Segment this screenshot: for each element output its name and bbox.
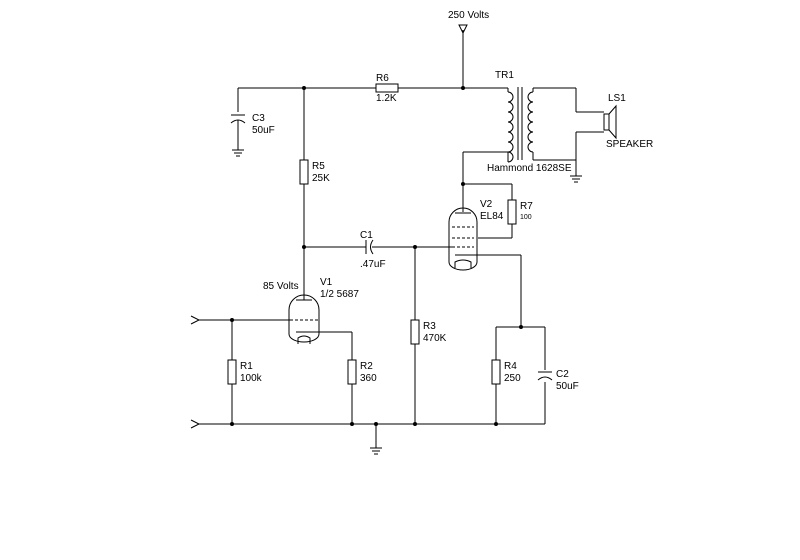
- tr1-transformer: [463, 87, 604, 176]
- r5-ref: R5: [312, 161, 325, 172]
- c2-value: 50uF: [556, 381, 579, 392]
- r2-ref: R2: [360, 361, 373, 372]
- r3-ref: R3: [423, 321, 436, 332]
- junction-dot: [350, 422, 354, 426]
- v1-value: 1/2 5687: [320, 289, 359, 300]
- ground-symbol: [370, 447, 382, 455]
- ground-symbol: [570, 175, 582, 183]
- r6-value: 1.2K: [376, 93, 397, 104]
- v1-tube-icon: [288, 294, 320, 344]
- tr1-ref: TR1: [495, 70, 514, 81]
- top-rail: [237, 87, 508, 160]
- junction-dot: [413, 422, 417, 426]
- v1-plate-voltage: 85 Volts: [263, 281, 299, 292]
- ls1-ref: LS1: [608, 93, 626, 104]
- v2-ref: V2: [480, 199, 493, 210]
- r6-resistor: [375, 83, 399, 93]
- r3-value: 470K: [423, 333, 447, 344]
- r7-resistor: [507, 199, 517, 225]
- r7-value: 100: [520, 214, 532, 221]
- junction-dot: [519, 325, 523, 329]
- r4-resistor: [491, 359, 501, 385]
- r4-ref: R4: [504, 361, 517, 372]
- r6-ref: R6: [376, 73, 389, 84]
- c3-value: 50uF: [252, 125, 275, 136]
- c2-capacitor: [537, 371, 553, 381]
- tr1-value: Hammond 1628SE: [487, 163, 572, 174]
- junction-dot: [494, 422, 498, 426]
- ls1-value: SPEAKER: [606, 139, 653, 150]
- r5-value: 25K: [312, 173, 330, 184]
- r7-ref: R7: [520, 201, 533, 212]
- c1-value: .47uF: [360, 259, 386, 270]
- r2-value: 360: [360, 373, 377, 384]
- ground-bus: [190, 419, 545, 448]
- r7-branch: [463, 183, 513, 239]
- speaker-icon: [603, 104, 617, 140]
- r1-value: 100k: [240, 373, 263, 384]
- input-terminal: [190, 315, 290, 325]
- junction-dot: [374, 422, 378, 426]
- c1-capacitor: [365, 239, 374, 255]
- r2-resistor: [347, 359, 357, 385]
- v2-cathode-wire: [471, 254, 546, 424]
- supply-arrow: [458, 24, 468, 88]
- v1-ref: V1: [320, 277, 333, 288]
- v2-value: EL84: [480, 211, 504, 222]
- r1-ref: R1: [240, 361, 253, 372]
- r4-value: 250: [504, 373, 521, 384]
- v2-tube-icon: [448, 207, 478, 271]
- junction-dot: [302, 86, 306, 90]
- v1-cathode-wire: [312, 331, 353, 424]
- r5-resistor: [299, 159, 309, 185]
- r1-resistor: [227, 359, 237, 385]
- c3-capacitor: [230, 114, 246, 150]
- c3-ref: C3: [252, 113, 265, 124]
- supply-voltage-label: 250 Volts: [448, 10, 489, 21]
- ground-symbol: [232, 149, 244, 157]
- r3-resistor: [410, 319, 420, 345]
- c1-ref: C1: [360, 230, 373, 241]
- junction-dot: [230, 422, 234, 426]
- c2-ref: C2: [556, 369, 569, 380]
- junction-dot: [461, 86, 465, 90]
